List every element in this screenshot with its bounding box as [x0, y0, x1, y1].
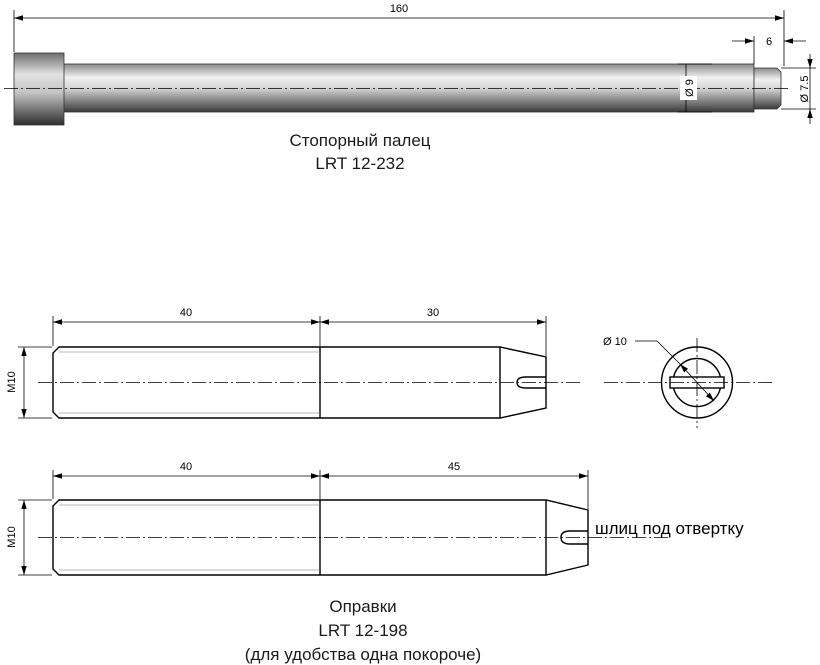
dim-body-diameter: Ø 9	[684, 79, 696, 97]
dim-line-end-diameter	[679, 363, 715, 402]
dim-thread-length: 40	[180, 461, 192, 473]
mandrels-caption: Оправки LRT 12-198 (для удобства одна по…	[245, 597, 481, 664]
mandrel-long-view: 40 45 M10 шлиц под отвертку	[6, 461, 744, 576]
stop-pin-view: 160 6 Ø 9 Ø 7.5 Стопорный палец LRT 12-2…	[4, 3, 816, 173]
dim-shank-length: 30	[427, 307, 439, 319]
leader-line	[635, 340, 681, 365]
dim-tip-length: 6	[766, 36, 772, 48]
end-view: Ø 10	[603, 336, 775, 428]
mandrels-caption-title: Оправки	[329, 597, 396, 616]
stop-pin-body	[61, 63, 755, 113]
dim-text-background	[680, 76, 697, 100]
dim-thread-length: 40	[180, 307, 192, 319]
stop-pin-head	[13, 52, 65, 126]
mandrels-caption-part-number: LRT 12-198	[318, 621, 407, 640]
stop-pin-tip	[753, 67, 782, 110]
stop-pin-caption-title: Стопорный палец	[289, 131, 430, 150]
dim-end-diameter: Ø 10	[603, 336, 627, 348]
slot-label: шлиц под отвертку	[595, 519, 744, 538]
dim-tip-diameter: Ø 7.5	[799, 76, 811, 103]
mandrels-caption-note: (для удобства одна покороче)	[245, 645, 481, 664]
dim-thread: M10	[6, 526, 18, 547]
stop-pin-caption-part-number: LRT 12-232	[315, 154, 404, 173]
dim-thread: M10	[6, 371, 18, 392]
dim-shank-length: 45	[448, 461, 460, 473]
dim-overall-length: 160	[390, 3, 408, 15]
mandrel-short-view: 40 30 M10	[6, 307, 580, 419]
